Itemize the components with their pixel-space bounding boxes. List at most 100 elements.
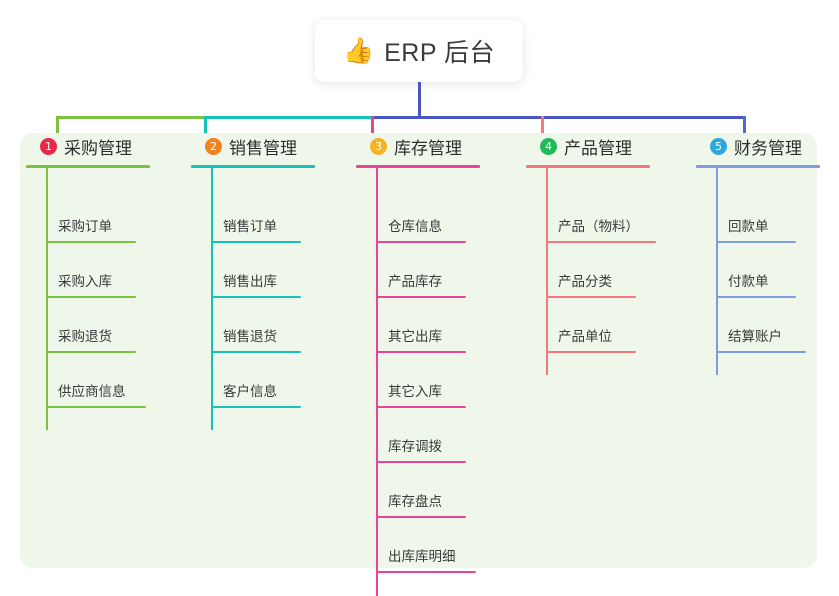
menu-item-label: 结算账户 xyxy=(728,329,782,344)
menu-item-label: 付款单 xyxy=(728,274,769,289)
menu-item[interactable]: 销售出库 xyxy=(185,243,350,298)
category-column-库存管理: 3 库存管理仓库信息产品库存其它出库其它入库库存调拨库存盘点出库库明细 xyxy=(350,133,520,596)
menu-item-underline xyxy=(376,406,466,408)
category-trunk-line xyxy=(716,168,718,375)
menu-item-list: 产品（物料） 产品分类产品单位 xyxy=(520,168,690,353)
category-column-财务管理: 5 财务管理回款单付款单结算账户 xyxy=(690,133,839,375)
menu-item[interactable]: 付款单 xyxy=(690,243,839,298)
menu-item-label: 出库库明细 xyxy=(388,549,456,564)
menu-item-underline xyxy=(546,296,636,298)
menu-item-underline xyxy=(46,241,136,243)
category-header-2[interactable]: 2 销售管理 xyxy=(185,133,350,159)
menu-item-label: 产品库存 xyxy=(388,274,442,289)
category-title: 财务管理 xyxy=(734,138,802,158)
menu-item-underline xyxy=(46,351,136,353)
menu-item-underline xyxy=(376,516,466,518)
menu-item[interactable]: 供应商信息 xyxy=(20,353,185,408)
category-column-销售管理: 2 销售管理销售订单销售出库销售退货客户信息 xyxy=(185,133,350,430)
category-underline xyxy=(356,165,480,168)
category-header-3[interactable]: 3 库存管理 xyxy=(350,133,520,159)
menu-item[interactable]: 产品单位 xyxy=(520,298,690,353)
category-header-5[interactable]: 5 财务管理 xyxy=(690,133,839,159)
menu-item[interactable]: 结算账户 xyxy=(690,298,839,353)
category-underline xyxy=(696,165,820,168)
menu-item-underline xyxy=(376,351,466,353)
branch-drop-5 xyxy=(743,116,746,138)
menu-item-label: 库存调拨 xyxy=(388,439,442,454)
menu-item-label: 产品单位 xyxy=(558,329,612,344)
menu-item-label: 销售订单 xyxy=(223,219,277,234)
category-number-badge: 3 xyxy=(370,137,387,155)
menu-item[interactable]: 采购退货 xyxy=(20,298,185,353)
bus-segment-2 xyxy=(206,116,371,119)
menu-item[interactable]: 库存盘点 xyxy=(350,463,520,518)
menu-item[interactable]: 采购订单 xyxy=(20,188,185,243)
menu-item[interactable]: 产品（物料） xyxy=(520,188,690,243)
menu-item-label: 产品分类 xyxy=(558,274,612,289)
menu-item-label: 其它出库 xyxy=(388,329,442,344)
branch-drop-4 xyxy=(541,116,544,138)
menu-item-underline xyxy=(716,351,806,353)
menu-item[interactable]: 出库库明细 xyxy=(350,518,520,573)
category-title: 库存管理 xyxy=(394,138,462,158)
menu-item-underline xyxy=(46,406,146,408)
bus-segment-3 xyxy=(371,116,746,119)
category-number-badge: 4 xyxy=(540,137,557,155)
root-title-card[interactable]: 👍 ERP 后台 xyxy=(315,20,523,82)
menu-item[interactable]: 产品分类 xyxy=(520,243,690,298)
menu-item[interactable]: 库存调拨 xyxy=(350,408,520,463)
menu-item[interactable]: 其它出库 xyxy=(350,298,520,353)
category-title: 产品管理 xyxy=(564,138,632,158)
menu-item-underline xyxy=(376,571,476,573)
menu-item-underline xyxy=(211,296,301,298)
menu-item-list: 回款单付款单结算账户 xyxy=(690,168,839,353)
menu-item-label: 产品（物料） xyxy=(558,219,639,234)
branch-drop-1 xyxy=(56,116,59,138)
diagram-panel: 1 采购管理采购订单采购入库采购退货供应商信息 2 销售管理销售订单销售出库销售退货客… xyxy=(20,133,820,596)
menu-item-label: 客户信息 xyxy=(223,384,277,399)
thumbs-up-icon: 👍 xyxy=(342,36,375,65)
category-underline xyxy=(191,165,315,168)
menu-item-label: 销售出库 xyxy=(223,274,277,289)
menu-item-label: 回款单 xyxy=(728,219,769,234)
category-number-badge: 1 xyxy=(40,137,57,155)
category-trunk-line xyxy=(546,168,548,375)
category-header-4[interactable]: 4 产品管理 xyxy=(520,133,690,159)
menu-item[interactable]: 客户信息 xyxy=(185,353,350,408)
category-number-badge: 5 xyxy=(710,137,727,155)
menu-item-underline xyxy=(546,241,656,243)
category-title: 销售管理 xyxy=(229,138,297,158)
menu-item[interactable]: 其它入库 xyxy=(350,353,520,408)
menu-item[interactable]: 销售订单 xyxy=(185,188,350,243)
category-underline xyxy=(526,165,650,168)
category-trunk-line xyxy=(46,168,48,430)
menu-item[interactable]: 采购入库 xyxy=(20,243,185,298)
menu-item-list: 仓库信息产品库存其它出库其它入库库存调拨库存盘点出库库明细 xyxy=(350,168,520,573)
menu-item-list: 采购订单采购入库采购退货供应商信息 xyxy=(20,168,185,408)
category-title: 采购管理 xyxy=(64,138,132,158)
menu-item[interactable]: 销售退货 xyxy=(185,298,350,353)
menu-item-label: 库存盘点 xyxy=(388,494,442,509)
menu-item-underline xyxy=(211,406,301,408)
menu-item[interactable]: 产品库存 xyxy=(350,243,520,298)
root-connector-stem xyxy=(418,82,421,119)
menu-item[interactable]: 仓库信息 xyxy=(350,188,520,243)
menu-item-underline xyxy=(716,296,796,298)
menu-item-underline xyxy=(211,241,301,243)
menu-item-underline xyxy=(376,296,466,298)
menu-item-underline xyxy=(376,241,466,243)
menu-item-underline xyxy=(211,351,301,353)
menu-item-label: 采购退货 xyxy=(58,329,112,344)
category-number-badge: 2 xyxy=(205,137,222,155)
menu-item-label: 仓库信息 xyxy=(388,219,442,234)
menu-item-underline xyxy=(546,351,636,353)
menu-item[interactable]: 回款单 xyxy=(690,188,839,243)
menu-item-label: 供应商信息 xyxy=(58,384,126,399)
menu-item-list: 销售订单销售出库销售退货客户信息 xyxy=(185,168,350,408)
branch-drop-3 xyxy=(371,116,374,138)
page-title: ERP 后台 xyxy=(384,39,496,67)
menu-item-label: 采购入库 xyxy=(58,274,112,289)
category-underline xyxy=(26,165,150,168)
menu-item-underline xyxy=(716,241,796,243)
category-header-1[interactable]: 1 采购管理 xyxy=(20,133,185,159)
